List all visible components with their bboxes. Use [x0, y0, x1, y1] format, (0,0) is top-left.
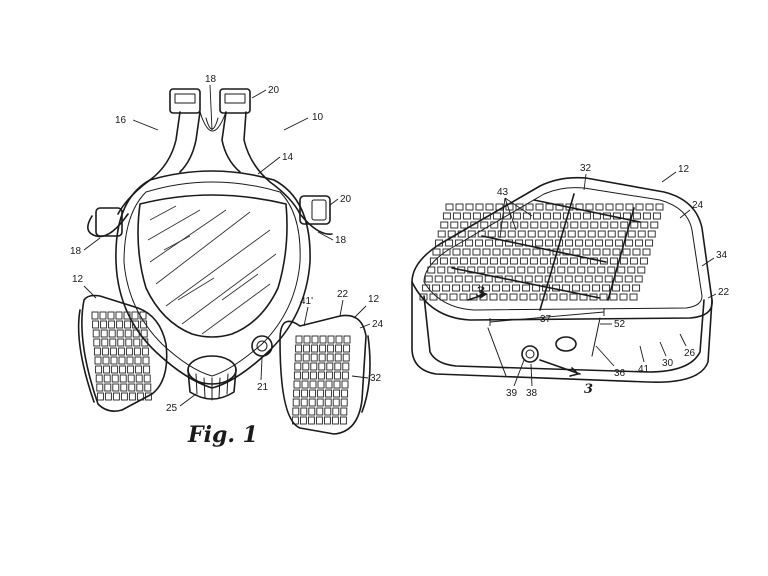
cartridge-top-rim: [412, 178, 712, 320]
label-43: 43: [497, 187, 509, 198]
figure-2-cartridge: 3 3 12 32 43 24 34 22 37 52 26 3: [412, 163, 730, 399]
label-52: 52: [614, 319, 626, 330]
label-25: 25: [166, 403, 178, 414]
label-12-fig2: 12: [678, 164, 690, 175]
section-label-right: 3: [584, 382, 593, 397]
label-32-fig2: 32: [580, 163, 592, 174]
label-18-right: 18: [335, 235, 347, 246]
label-18-center: 18: [205, 74, 217, 85]
label-20-top: 20: [268, 85, 280, 96]
label-22: 22: [337, 289, 349, 300]
label-41: 41: [638, 364, 650, 375]
label-34: 34: [716, 250, 728, 261]
label-20-side: 20: [340, 194, 352, 205]
label-22-fig2: 22: [718, 287, 730, 298]
label-12-left: 12: [72, 274, 84, 285]
label-21: 21: [257, 382, 269, 393]
label-32-fig1: 32: [370, 373, 382, 384]
label-37: 37: [540, 314, 552, 325]
label-30: 30: [662, 358, 674, 369]
label-39: 39: [506, 388, 518, 399]
left-filter-cartridge: [79, 296, 167, 412]
right-filter-cartridge: [280, 315, 370, 434]
figure-1-caption: Fig. 1: [187, 422, 258, 448]
label-24-fig2: 24: [692, 200, 704, 211]
label-18-left: 18: [70, 246, 82, 257]
label-14: 14: [282, 152, 294, 163]
figure-1-respirator: 18 20 16 10 14 20 18 18 12 41' 22 12 24: [70, 74, 384, 448]
label-26: 26: [684, 348, 696, 359]
label-12-right: 12: [368, 294, 380, 305]
section-label-left: 3: [476, 285, 485, 300]
label-41prime: 41': [300, 296, 313, 307]
label-16: 16: [115, 115, 127, 126]
visor-lens: [138, 195, 287, 337]
label-10: 10: [312, 112, 324, 123]
label-36: 36: [614, 368, 626, 379]
label-38: 38: [526, 388, 538, 399]
side-straps: [88, 196, 332, 237]
label-24: 24: [372, 319, 384, 330]
